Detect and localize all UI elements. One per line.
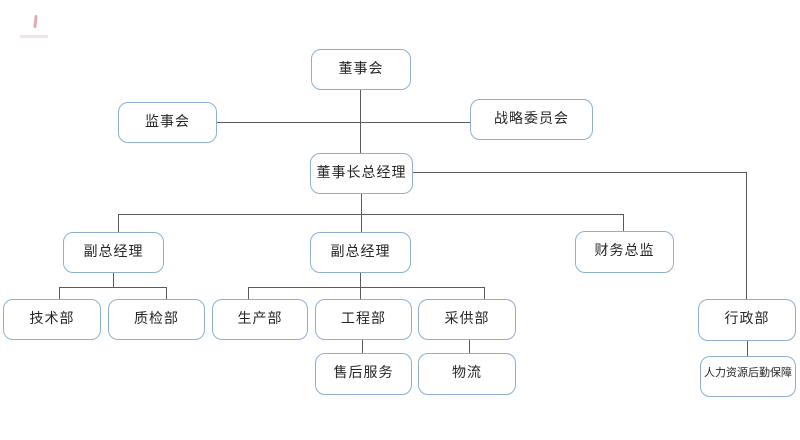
- org-node-after-sales: 售后服务: [315, 353, 412, 395]
- org-node-admin-dept: 行政部: [698, 299, 796, 341]
- connector-left-group-branch: [59, 287, 167, 288]
- connector-mid-group-branch: [248, 287, 484, 288]
- org-node-strategy-committee: 战略委员会: [470, 99, 593, 140]
- org-node-engineering-dept: 工程部: [315, 299, 412, 340]
- connector-deputy-left-down: [113, 273, 114, 287]
- connector-to-finance: [623, 214, 624, 231]
- connector-to-procurement: [484, 287, 485, 299]
- connector-to-production: [248, 287, 249, 299]
- connector-deputy-mid-down: [360, 273, 361, 287]
- connector-admin-hr: [747, 341, 748, 356]
- connector-engineering-aftersales: [362, 340, 363, 353]
- org-node-chairman-general-manager: 董事长总经理: [310, 153, 413, 194]
- org-node-finance-director: 财务总监: [575, 231, 674, 273]
- connector-to-deputy-left: [118, 214, 119, 232]
- connector-to-engineering: [360, 287, 361, 299]
- connector-chairman-right: [412, 172, 747, 173]
- connector-to-deputy-mid: [361, 214, 362, 232]
- connector-supervisory-strategy: [217, 122, 470, 123]
- org-node-quality-dept: 质检部: [108, 299, 205, 340]
- org-node-deputy-gm-mid: 副总经理: [310, 232, 411, 273]
- connector-board-to-chairman: [360, 90, 361, 153]
- connector-down-to-admin: [746, 172, 747, 299]
- connector-chairman-down: [361, 194, 362, 214]
- org-node-supervisory-board: 监事会: [118, 102, 217, 143]
- org-node-hr-logistics-support: 人力资源后勤保障: [700, 356, 796, 397]
- org-node-production-dept: 生产部: [212, 299, 308, 340]
- placeholder-mark: [33, 14, 38, 29]
- org-node-technology-dept: 技术部: [3, 299, 101, 340]
- org-node-board: 董事会: [311, 49, 411, 90]
- connector-to-quality: [166, 287, 167, 299]
- image-placeholder-icon: [20, 6, 50, 40]
- connector-level3-branch: [118, 214, 624, 215]
- connector-procurement-logistics: [469, 340, 470, 353]
- org-node-procurement-dept: 采供部: [418, 299, 516, 340]
- placeholder-underline: [20, 35, 48, 38]
- connector-to-technology: [59, 287, 60, 299]
- org-node-deputy-gm-left: 副总经理: [63, 232, 164, 273]
- org-node-logistics: 物流: [418, 353, 516, 395]
